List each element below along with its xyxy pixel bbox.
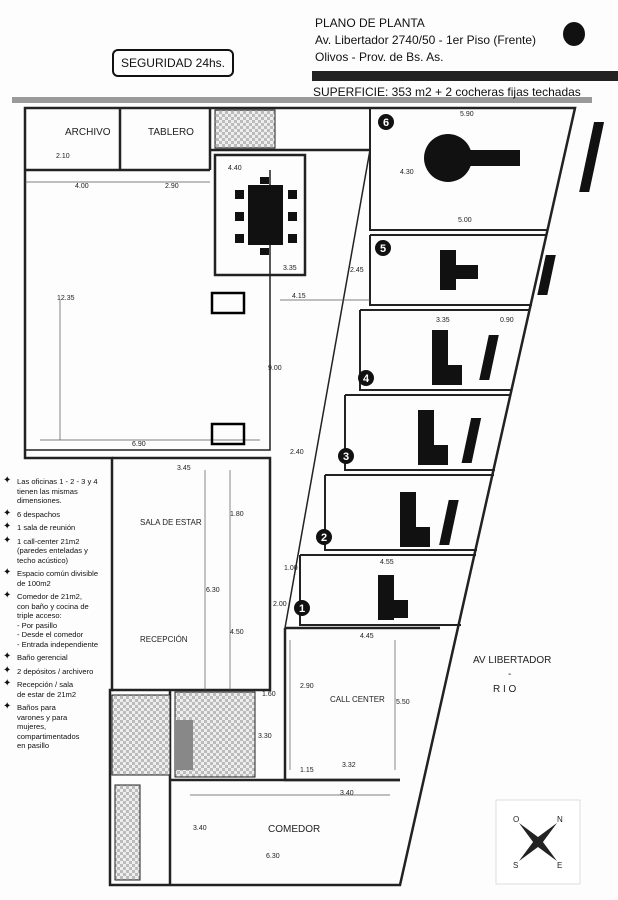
svg-text:3.35: 3.35 <box>436 317 450 324</box>
legend-item: Las oficinas 1 - 2 - 3 y 4 tienen las mi… <box>3 476 113 506</box>
legend-item: 2 depósitos / archivero <box>3 666 113 677</box>
svg-text:O: O <box>513 815 519 824</box>
legend-item: Baño gerencial <box>3 652 113 663</box>
legend-item: 1 call-center 21m2 (paredes enteladas y … <box>3 536 113 566</box>
svg-text:6.90: 6.90 <box>132 441 146 448</box>
svg-text:2.40: 2.40 <box>290 449 304 456</box>
svg-text:2.90: 2.90 <box>300 683 314 690</box>
room-tablero: TABLERO <box>148 127 194 138</box>
address: Av. Libertador 2740/50 - 1er Piso (Frent… <box>315 33 537 47</box>
svg-text:4.00: 4.00 <box>75 183 89 190</box>
svg-text:2: 2 <box>321 532 327 544</box>
dimensions: 2.10 4.00 2.90 12.35 6.90 4.40 3.35 2.45 4.1… <box>56 111 514 860</box>
svg-text:1.80: 1.80 <box>230 511 244 518</box>
city: Olivos - Prov. de Bs. As. <box>315 50 444 64</box>
svg-text:3.45: 3.45 <box>177 465 191 472</box>
svg-text:3: 3 <box>343 451 349 463</box>
svg-text:6.30: 6.30 <box>266 853 280 860</box>
offices <box>284 108 548 629</box>
svg-text:5: 5 <box>380 243 386 255</box>
svg-text:0.90: 0.90 <box>500 317 514 324</box>
svg-text:5.00: 5.00 <box>458 217 472 224</box>
svg-text:2.90: 2.90 <box>165 183 179 190</box>
svg-text:4.40: 4.40 <box>228 165 242 172</box>
svg-text:-: - <box>508 669 511 680</box>
meeting-room <box>213 153 307 277</box>
svg-text:4.30: 4.30 <box>400 169 414 176</box>
room-comedor: COMEDOR <box>268 824 320 835</box>
furniture <box>235 122 605 620</box>
svg-text:6.30: 6.30 <box>206 587 220 594</box>
room-call-center: CALL CENTER <box>330 695 385 704</box>
compass-rose: N E S O <box>495 799 581 885</box>
top-band <box>12 97 592 103</box>
legend-item: 6 despachos <box>3 509 113 520</box>
svg-text:1: 1 <box>299 603 305 615</box>
svg-text:3.32: 3.32 <box>342 762 356 769</box>
svg-text:4.55: 4.55 <box>380 559 394 566</box>
svg-text:N: N <box>557 815 563 824</box>
svg-text:5.90: 5.90 <box>460 111 474 118</box>
street-name: AV LIBERTADOR <box>473 655 551 666</box>
plan-title: PLANO DE PLANTA <box>315 16 425 30</box>
svg-text:4.45: 4.45 <box>360 633 374 640</box>
office-numbers: 1 2 3 4 5 6 <box>294 114 394 616</box>
svg-text:1.15: 1.15 <box>300 767 314 774</box>
svg-text:2.10: 2.10 <box>56 153 70 160</box>
surface: SUPERFICIE: 353 m2 + 2 cocheras fijas te… <box>313 85 581 99</box>
redaction-bar <box>312 71 618 81</box>
svg-text:9.00: 9.00 <box>268 365 282 372</box>
svg-text:2.00: 2.00 <box>273 601 287 608</box>
room-recepcion: RECEPCIÓN <box>140 635 188 644</box>
svg-text:4: 4 <box>363 373 370 385</box>
column <box>210 422 246 446</box>
svg-text:2.45: 2.45 <box>350 267 364 274</box>
legend-item: Comedor de 21m2, con baño y cocina de tr… <box>3 591 113 649</box>
svg-text:3.40: 3.40 <box>340 790 354 797</box>
legend-item: Recepción / sala de estar de 21m2 <box>3 679 113 699</box>
svg-text:1.00: 1.00 <box>284 565 298 572</box>
svg-text:6: 6 <box>383 117 389 129</box>
column <box>210 291 246 315</box>
svg-text:4.15: 4.15 <box>292 293 306 300</box>
room-sala-estar: SALA DE ESTAR <box>140 518 202 527</box>
svg-text:E: E <box>557 861 562 870</box>
archivo-walls <box>25 108 212 172</box>
river-label: R I O <box>493 684 517 695</box>
svg-text:3.40: 3.40 <box>193 825 207 832</box>
security-badge: SEGURIDAD 24hs. <box>112 49 234 77</box>
svg-text:5.50: 5.50 <box>396 699 410 706</box>
room-archivo: ARCHIVO <box>65 127 111 138</box>
room-labels: ARCHIVO TABLERO SALA DE ESTAR RECEPCIÓN … <box>65 127 551 835</box>
svg-text:12.35: 12.35 <box>57 295 75 302</box>
svg-text:3.35: 3.35 <box>283 265 297 272</box>
legend-item: Baños para varones y para mujeres, compa… <box>3 702 113 751</box>
legend-item: Espacio común divisible de 100m2 <box>3 568 113 588</box>
logo-dot <box>563 22 585 46</box>
legend-item: 1 sala de reunión <box>3 522 113 533</box>
call-center-walls <box>283 626 440 782</box>
svg-text:4.50: 4.50 <box>230 629 244 636</box>
svg-text:3.30: 3.30 <box>258 733 272 740</box>
reception-walls <box>112 456 272 692</box>
svg-text:1.60: 1.60 <box>262 691 276 698</box>
svg-text:S: S <box>513 861 518 870</box>
features-legend: Las oficinas 1 - 2 - 3 y 4 tienen las mi… <box>3 476 113 755</box>
